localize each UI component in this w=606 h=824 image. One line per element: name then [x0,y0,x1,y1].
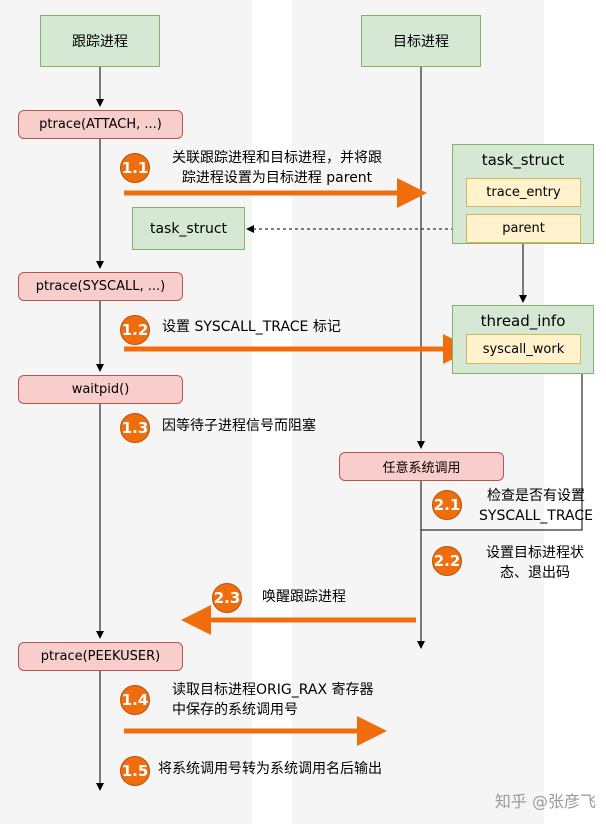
ptrace-syscall-call: ptrace(SYSCALL, ...) [18,272,183,301]
thread-info-title: thread_info [480,312,566,330]
step-note-2-3-line1: 唤醒跟踪进程 [262,589,346,605]
step-note-1-1: 关联跟踪进程和目标进程，并将跟 踪进程设置为目标进程 parent [152,148,402,188]
step-note-2-1: 检查是否有设置 SYSCALL_TRACE [468,486,604,526]
step-note-1-2-line1: 设置 SYSCALL_TRACE 标记 [162,319,341,335]
watermark: 知乎 @张彦飞 [494,792,596,811]
step-note-1-1-line1: 关联跟踪进程和目标进程，并将跟 [172,150,382,166]
step-badge-1-2: 1.2 [120,315,150,345]
step-badge-1-1: 1.1 [120,153,150,183]
step-badge-2-1: 2.1 [432,490,462,520]
step-note-2-1-line2: SYSCALL_TRACE [479,508,593,524]
step-note-1-2: 设置 SYSCALL_TRACE 标记 [162,317,341,337]
step-note-1-4-line1: 读取目标进程ORIG_RAX 寄存器 [172,682,374,698]
step-note-2-3: 唤醒跟踪进程 [262,587,346,607]
step-note-1-5: 将系统调用号转为系统调用名后输出 [158,759,382,779]
parent-field: parent [466,214,581,243]
target-lane [292,0,544,824]
step-note-1-4: 读取目标进程ORIG_RAX 寄存器 中保存的系统调用号 [172,680,374,720]
target-process-header: 目标进程 [361,15,481,67]
tracer-task-struct: task_struct [132,207,245,250]
ptrace-attach-call: ptrace(ATTACH, ...) [18,110,183,139]
step-note-1-3: 因等待子进程信号而阻塞 [162,416,316,436]
step-badge-2-3: 2.3 [212,583,242,613]
any-syscall-call: 任意系统调用 [339,452,504,481]
target-task-struct-title: task_struct [481,151,565,169]
syscall-work-field: syscall_work [466,334,581,364]
waitpid-call: waitpid() [18,375,183,404]
check-syscall-work-line [421,365,586,531]
step-note-2-2-line1: 设置目标进程状 [486,545,584,561]
ptrace-peekuser-call: ptrace(PEEKUSER) [18,642,183,671]
trace-entry-field: trace_entry [466,178,581,207]
step-badge-1-3: 1.3 [120,413,150,443]
step-badge-2-2: 2.2 [432,546,462,576]
step-note-2-1-line1: 检查是否有设置 [487,488,585,504]
tracer-process-header: 跟踪进程 [40,15,160,67]
step-badge-1-4: 1.4 [120,685,150,715]
step-badge-1-5: 1.5 [120,756,150,786]
step-note-1-4-line2: 中保存的系统调用号 [172,702,298,718]
step-note-1-1-line2: 踪进程设置为目标进程 parent [181,170,373,186]
step-note-1-3-line1: 因等待子进程信号而阻塞 [162,418,316,434]
step-note-1-5-line1: 将系统调用号转为系统调用名后输出 [158,761,382,777]
step-note-2-2: 设置目标进程状 态、退出码 [470,543,600,583]
step-note-2-2-line2: 态、退出码 [500,565,570,581]
